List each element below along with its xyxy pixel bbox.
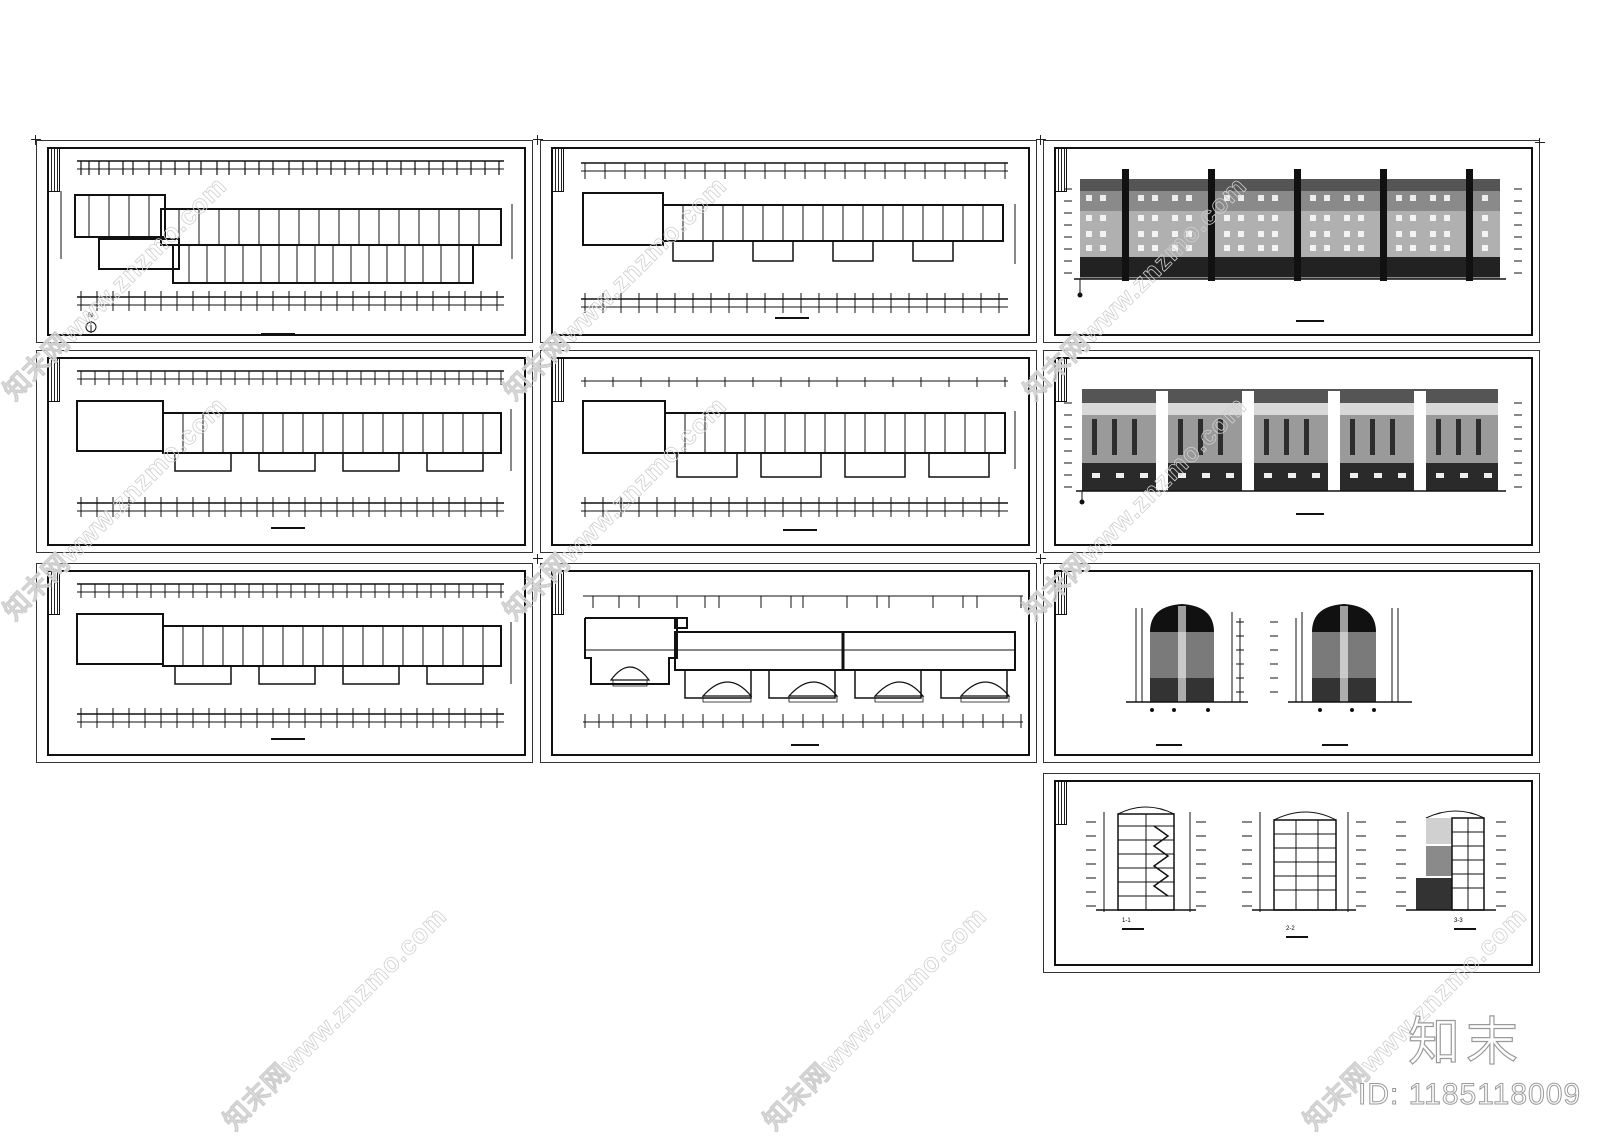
scale-bar (1156, 744, 1182, 746)
floor-plan-drawing (76, 370, 512, 517)
section-label: 1-1 (1122, 918, 1131, 924)
section-label: 2-2 (1286, 926, 1295, 932)
crosshair-mark (533, 135, 543, 145)
drawing-border (1054, 357, 1533, 546)
title-block (1056, 572, 1067, 615)
sheet-roof-plan[interactable] (540, 563, 1037, 763)
roof-plan-drawing (583, 595, 1023, 728)
watermark-text: 知末网www.znzmo.com (757, 900, 993, 1136)
sheet-side-elevations[interactable] (1043, 563, 1540, 763)
title-block (553, 572, 564, 615)
crosshair-mark (1535, 138, 1545, 148)
crosshair-mark (31, 135, 41, 145)
drawing-border (551, 570, 1030, 756)
drawing-border (47, 570, 526, 756)
crosshair-mark (533, 554, 543, 564)
brand-logo: 知末 (1407, 1013, 1525, 1072)
title-block (1056, 782, 1067, 825)
title-block (553, 359, 564, 402)
floor-plan-drawing: N (60, 160, 513, 333)
scale-bar (261, 333, 295, 335)
scale-bar (1286, 936, 1308, 938)
drawing-border: N (47, 147, 526, 336)
drawing-border: 1-1 2-2 3-3 (1054, 780, 1533, 966)
scale-bar (1322, 744, 1348, 746)
title-block (49, 572, 60, 615)
scale-bar (775, 317, 809, 319)
drawing-border (47, 357, 526, 546)
sheet-front-elevation[interactable] (1043, 140, 1540, 343)
front-elevation-drawing (1064, 169, 1522, 298)
scale-bar (1296, 513, 1324, 515)
watermark-text: 知末网www.znzmo.com (217, 900, 453, 1136)
scale-bar (1122, 928, 1144, 930)
section-label: 3-3 (1454, 918, 1463, 924)
rear-elevation-drawing (1064, 389, 1522, 505)
sheet-sections[interactable]: 1-1 2-2 3-3 (1043, 773, 1540, 973)
drawing-border (551, 357, 1030, 546)
title-block (1056, 149, 1067, 192)
drawing-border (1054, 570, 1533, 756)
scale-bar (271, 527, 305, 529)
title-block (49, 359, 60, 402)
title-block (49, 149, 60, 192)
side-elevations-drawing (1126, 604, 1412, 712)
title-block (553, 149, 564, 192)
floor-plan-drawing (581, 162, 1016, 313)
scale-bar (271, 738, 305, 740)
svg-text:N: N (88, 312, 93, 319)
sheet-rear-elevation[interactable] (1043, 350, 1540, 553)
scale-bar (1296, 320, 1324, 322)
drawing-border (1054, 147, 1533, 336)
scale-bar (791, 744, 819, 746)
sheet-plan-4[interactable] (540, 350, 1037, 553)
title-block (1056, 359, 1067, 402)
crosshair-mark (1036, 135, 1046, 145)
drawing-border (551, 147, 1030, 336)
floor-plan-drawing (581, 377, 1016, 517)
sheet-plan-5[interactable] (36, 563, 533, 763)
sheet-plan-3[interactable] (36, 350, 533, 553)
floor-plan-drawing (76, 583, 512, 728)
asset-id: ID: 1185118009 (1357, 1078, 1582, 1112)
scale-bar (783, 529, 817, 531)
sheet-plan-2[interactable] (540, 140, 1037, 343)
crosshair-mark (1036, 554, 1046, 564)
scale-bar (1454, 928, 1476, 930)
sheet-plan-1[interactable]: N (36, 140, 533, 343)
sections-drawing (1086, 806, 1506, 912)
